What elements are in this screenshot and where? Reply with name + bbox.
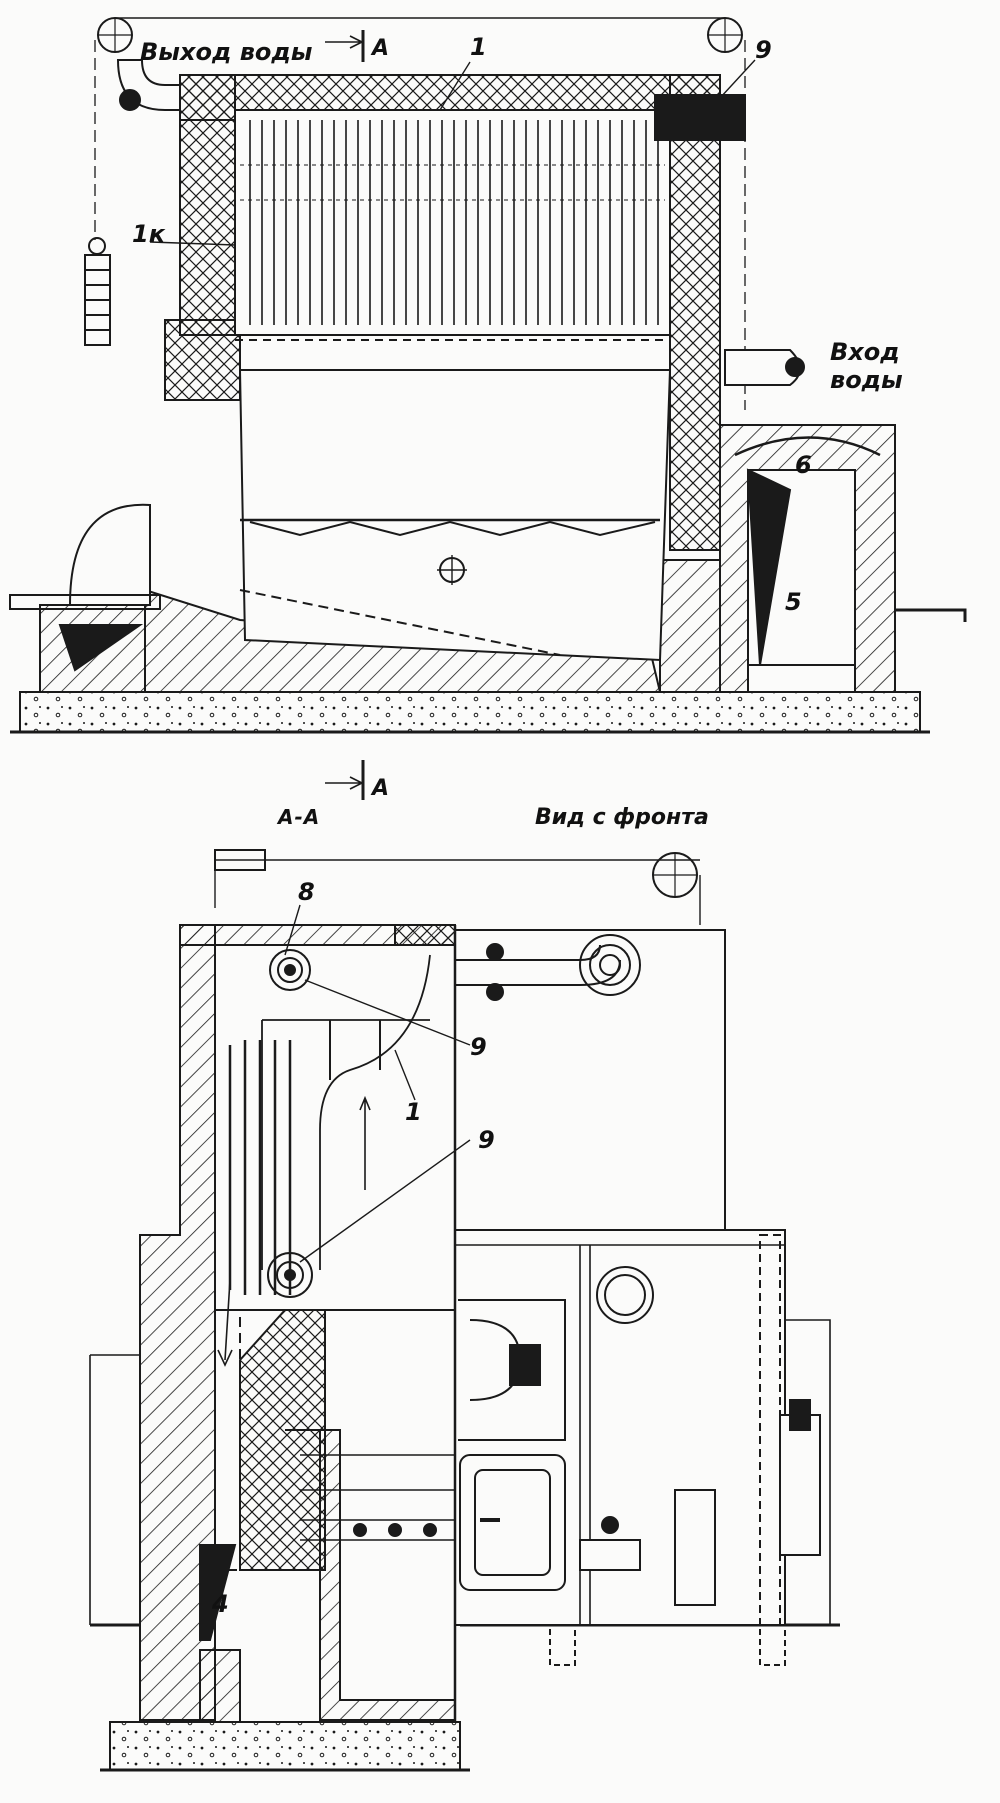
combustion-chamber bbox=[238, 369, 672, 662]
drum-upper bbox=[269, 949, 311, 991]
callout-4: 4 bbox=[212, 1590, 229, 1618]
tube-bank bbox=[234, 109, 671, 336]
firing-door bbox=[68, 503, 151, 606]
callout-5: 5 bbox=[785, 588, 802, 616]
callout-9-upper: 9 bbox=[470, 1033, 487, 1061]
section-arrow-top bbox=[325, 35, 364, 49]
callout-8: 8 bbox=[298, 878, 315, 906]
foundation-slab bbox=[19, 691, 921, 733]
insulation-block bbox=[239, 1309, 326, 1571]
label-water-outlet: Выход воды bbox=[140, 38, 313, 66]
label-section-mark-bottom: A bbox=[372, 776, 390, 801]
upper-door bbox=[458, 1299, 566, 1441]
section-arrow-bottom bbox=[325, 776, 364, 790]
right-base-masonry bbox=[659, 559, 721, 693]
label-section-mark-top: A bbox=[372, 36, 390, 61]
callout-1-top: 1 bbox=[470, 33, 487, 61]
callout-9-lower: 9 bbox=[478, 1126, 495, 1154]
drum-lower bbox=[267, 1252, 313, 1298]
grate bbox=[249, 520, 656, 537]
callout-6: 6 bbox=[795, 451, 812, 479]
flange-upper-right bbox=[579, 934, 641, 996]
longitudinal-section bbox=[9, 17, 967, 800]
cross-section-and-front bbox=[89, 849, 840, 1772]
manhole-flange bbox=[596, 1266, 654, 1324]
valve-9-top bbox=[654, 94, 746, 141]
lower-door bbox=[459, 1454, 566, 1591]
label-section-title: А-А bbox=[278, 805, 321, 829]
tube-array bbox=[240, 120, 665, 325]
callout-9-top: 9 bbox=[755, 36, 772, 64]
label-front-view-title: Вид с фронта bbox=[535, 805, 709, 830]
front-view-panel bbox=[454, 929, 726, 1231]
callout-1-bottom: 1 bbox=[405, 1098, 422, 1126]
callout-1k: 1к bbox=[132, 220, 165, 248]
label-water-inlet-line2: воды bbox=[830, 366, 903, 394]
label-water-inlet-line1: Вход bbox=[830, 338, 900, 366]
